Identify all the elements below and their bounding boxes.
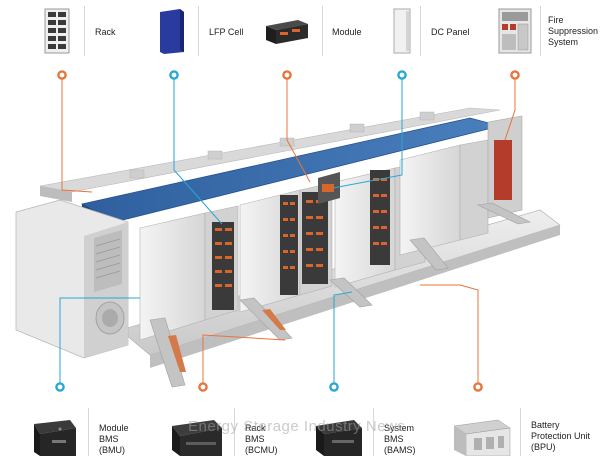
bmu-icon: [34, 420, 76, 456]
dc-panel-icon: [393, 8, 411, 54]
bmu-label: Module BMS (BMU): [99, 423, 129, 455]
module-label: Module: [332, 27, 362, 37]
bpu-marker: [473, 382, 483, 392]
bcmu-icon: [172, 420, 222, 456]
bpu-label: Battery Protection Unit (BPU): [531, 420, 591, 452]
module-icon: [266, 20, 308, 44]
bcmu-marker: [198, 382, 208, 392]
bmu-marker: [55, 382, 65, 392]
lfp-cell-marker: [169, 70, 179, 80]
dc-panel-marker: [397, 70, 407, 80]
rack-icon: [44, 8, 70, 54]
bpu-icon: [453, 419, 511, 456]
bams-label: System BMS (BAMS): [384, 423, 416, 455]
bams-marker: [329, 382, 339, 392]
fire-suppression-icon: [498, 8, 532, 54]
rack-label: Rack: [95, 27, 116, 37]
lfp-cell-icon: [160, 9, 184, 54]
fire-suppression-marker: [510, 70, 520, 80]
bams-icon: [316, 420, 362, 456]
bcmu-label: Rack BMS (BCMU): [245, 423, 278, 455]
lfp-cell-label: LFP Cell: [209, 27, 244, 37]
rack-marker: [57, 70, 67, 80]
dc-panel-label: DC Panel: [431, 27, 470, 37]
fire-suppression-label: Fire Suppression System: [548, 15, 599, 47]
module-marker: [282, 70, 292, 80]
watermark: Energy Storage Industry News: [188, 418, 406, 435]
